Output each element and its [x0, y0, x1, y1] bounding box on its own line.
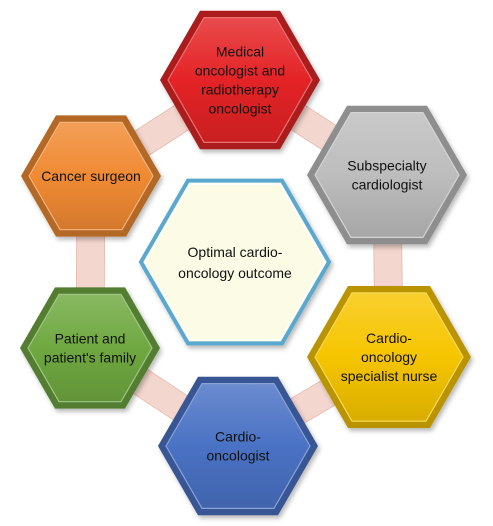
hexagon-face [165, 383, 311, 509]
hex-label-line: oncologist [208, 101, 271, 117]
hex-label-line: Subspecialty [347, 158, 426, 174]
hex-label-line: radiotherapy [201, 82, 279, 98]
hex-label-line: oncology outcome [178, 265, 292, 281]
hexagon-cardio-oncologist: Cardio-oncologist [158, 376, 318, 516]
hex-label-line: cardiologist [352, 177, 423, 193]
hex-label-line: patient's family [44, 350, 136, 366]
hex-label-line: Cardio- [215, 429, 261, 445]
hexagon-face [27, 293, 153, 403]
hex-label-line: Patient and [55, 331, 126, 347]
node-layer: Medical oncologist and radiotherapy oncolog… [20, 10, 471, 516]
hexagon-subspecialty-cardiologist: Subspecialty cardiologist [307, 105, 467, 245]
center-hexagon-bevel [144, 183, 326, 341]
hex-label-line: oncologist and [195, 63, 285, 79]
hex-label-line: specialist nurse [341, 368, 438, 384]
hexagon-face [28, 121, 154, 231]
hexagon-cardio-oncology-nurse: Cardio-oncology specialist nurse [307, 286, 471, 428]
hex-label-line: oncology [361, 349, 417, 365]
hex-label-line: Optimal cardio- [188, 244, 283, 260]
hexagon-face [314, 111, 460, 238]
hex-label-line: Cardio- [366, 330, 412, 346]
hexagon-patient-family: Patient and patient's family [20, 287, 160, 409]
hexagon-face [167, 17, 313, 143]
hexagon-cancer-surgeon: Cancer surgeon [21, 115, 161, 237]
hex-label-line: Medical [216, 44, 264, 60]
hexagon-face [314, 292, 464, 422]
hex-label-line: oncologist [206, 448, 269, 464]
center-hexagon-shape [138, 178, 332, 346]
center-hexagon: Optimal cardio-oncology outcome [138, 178, 332, 346]
hex-label-line: Cancer surgeon [41, 168, 141, 184]
hexagon-medical-oncologist: Medical oncologist and radiotherapy oncolog… [160, 10, 320, 150]
